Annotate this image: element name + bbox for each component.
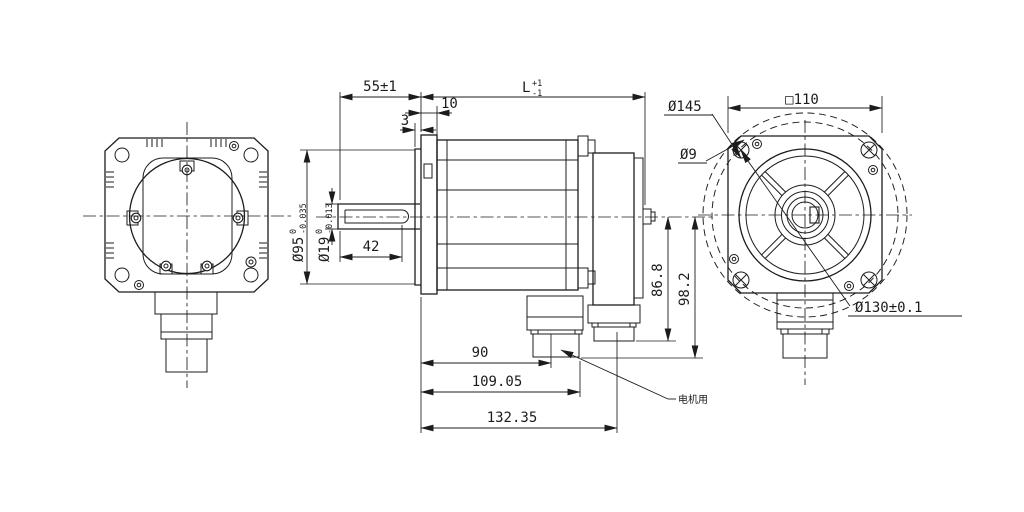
dia-95-sub: -0.035 xyxy=(299,203,309,234)
dia-145-label: Ø145 xyxy=(668,99,702,115)
dim-42-label: 42 xyxy=(363,239,380,255)
rear-corner-hole xyxy=(243,267,259,283)
motor-body xyxy=(436,135,596,291)
dim-90-label: 90 xyxy=(472,345,489,361)
corner-circle-145 xyxy=(702,112,908,318)
dim-L-label: L xyxy=(522,80,530,96)
dia-95-label: Ø95 xyxy=(291,237,307,262)
rear-corner-hole xyxy=(114,267,130,283)
dia-19-sup: 0 xyxy=(315,229,325,234)
front-view-dimensions: □110 Ø145 Ø9 Ø130±0.1 xyxy=(664,92,962,317)
dia-9-label: Ø9 xyxy=(680,147,697,163)
dim-55-label: 55±1 xyxy=(363,79,397,95)
dia-19-sub: -0.013 xyxy=(325,203,335,234)
encoder-housing xyxy=(592,152,656,306)
dim-3-label: 3 xyxy=(401,113,409,129)
rear-corner-hole xyxy=(243,147,259,163)
dia-95-sup: 0 xyxy=(289,229,299,234)
dim-98-2-label: 98.2 xyxy=(677,272,693,306)
dia-130-label: Ø130±0.1 xyxy=(855,300,922,316)
encoder-connector xyxy=(587,304,641,342)
dim-132-35-label: 132.35 xyxy=(487,410,538,426)
fin-marks xyxy=(106,139,267,259)
side-view-dimensions: 55±1 L +1 -1 10 3 Ø95 0 -0.035 Ø19 0 -0.… xyxy=(289,79,708,433)
dim-L-sup: +1 xyxy=(532,79,542,89)
side-flange xyxy=(420,134,438,295)
dia-19-label: Ø19 xyxy=(317,237,333,262)
dim-86-8-label: 86.8 xyxy=(650,263,666,297)
power-connector xyxy=(526,295,584,358)
shaft xyxy=(337,203,420,230)
flange-slot xyxy=(423,163,433,179)
dim-110-label: □110 xyxy=(785,92,819,108)
rear-cover-screws xyxy=(126,160,249,275)
rear-flange-outline xyxy=(104,137,269,293)
side-view xyxy=(316,134,712,358)
dim-10-label: 10 xyxy=(441,96,458,112)
dim-109-05-label: 109.05 xyxy=(472,374,523,390)
power-connector-leader-label: 电机用 xyxy=(678,393,708,406)
rear-small-screws xyxy=(134,141,257,290)
dim-L-sub: -1 xyxy=(532,89,542,99)
rear-connector xyxy=(154,291,218,373)
front-flange-outline xyxy=(727,135,883,294)
rear-view xyxy=(83,122,292,388)
rear-corner-hole xyxy=(114,147,130,163)
front-view xyxy=(698,112,912,385)
